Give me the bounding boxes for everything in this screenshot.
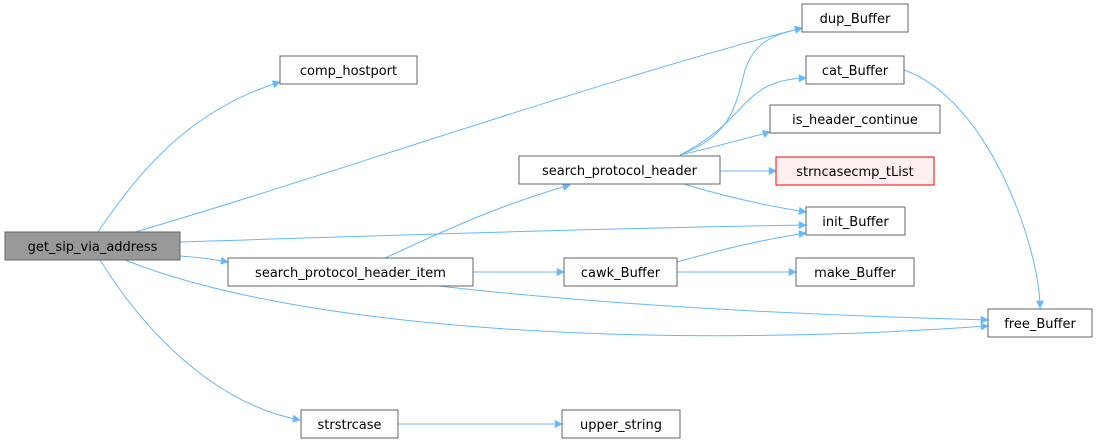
edge-search-protocol-header-to-is-header-continue xyxy=(679,129,771,156)
edge-get-sip-via-address-to-search-protocol-header-item xyxy=(179,255,229,265)
node-label: search_protocol_header xyxy=(542,164,698,179)
edge-get-sip-via-address-to-init-buffer xyxy=(179,221,807,243)
edge-get-sip-via-address-to-comp-hostport xyxy=(97,80,281,233)
node-dup-buffer[interactable]: dup_Buffer xyxy=(801,3,909,33)
edges xyxy=(97,25,1044,428)
edge-search-protocol-header-to-init-buffer xyxy=(679,182,807,215)
node-cat-buffer[interactable]: cat_Buffer xyxy=(805,55,905,85)
node-label: is_header_continue xyxy=(792,113,918,128)
node-make-buffer[interactable]: make_Buffer xyxy=(795,257,915,287)
node-get-sip-via-address[interactable]: get_sip_via_address xyxy=(4,231,181,261)
node-label: init_Buffer xyxy=(822,215,889,230)
edge-get-sip-via-address-to-strstrcase xyxy=(99,259,301,423)
edge-get-sip-via-address-to-dup-buffer xyxy=(134,25,803,233)
edge-search-protocol-header-to-dup-buffer xyxy=(679,25,803,156)
node-search-protocol-header-item[interactable]: search_protocol_header_item xyxy=(227,257,474,287)
node-init-buffer[interactable]: init_Buffer xyxy=(805,206,906,236)
node-cawk-buffer[interactable]: cawk_Buffer xyxy=(563,257,678,287)
node-label: strncasecmp_tList xyxy=(796,165,914,180)
node-label: upper_string xyxy=(580,418,662,433)
node-label: free_Buffer xyxy=(1004,317,1076,332)
node-label: strstrcase xyxy=(317,418,381,433)
edge-cat-buffer-to-free-buffer xyxy=(903,69,1044,309)
node-upper-string[interactable]: upper_string xyxy=(561,409,681,439)
node-label: make_Buffer xyxy=(814,266,896,281)
edge-search-protocol-header-item-to-free-buffer xyxy=(429,284,989,324)
node-comp-hostport[interactable]: comp_hostport xyxy=(279,55,418,85)
node-free-buffer[interactable]: free_Buffer xyxy=(987,308,1093,338)
node-label: search_protocol_header_item xyxy=(255,266,446,281)
edge-get-sip-via-address-to-free-buffer xyxy=(124,259,989,337)
node-label: dup_Buffer xyxy=(820,12,891,27)
nodes: get_sip_via_address comp_hostport dup_Bu… xyxy=(4,3,1093,439)
node-search-protocol-header[interactable]: search_protocol_header xyxy=(518,155,721,185)
node-label: comp_hostport xyxy=(300,64,397,79)
node-strstrcase[interactable]: strstrcase xyxy=(300,409,399,439)
edge-cawk-buffer-to-init-buffer xyxy=(676,230,807,263)
node-strncasecmp-tlist[interactable]: strncasecmp_tList xyxy=(775,156,935,186)
node-is-header-continue[interactable]: is_header_continue xyxy=(769,104,941,134)
edge-search-protocol-header-item-to-search-protocol-header xyxy=(384,183,571,259)
node-label: get_sip_via_address xyxy=(28,240,158,255)
node-label: cat_Buffer xyxy=(822,64,889,79)
node-label: cawk_Buffer xyxy=(581,266,661,281)
edge-search-protocol-header-to-cat-buffer xyxy=(679,74,807,156)
